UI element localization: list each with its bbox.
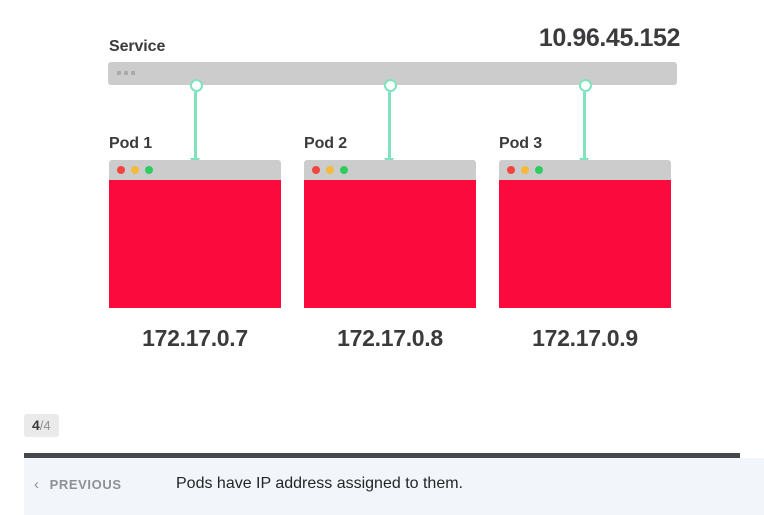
pod-ip-2: 172.17.0.8	[337, 325, 443, 351]
service-bar	[108, 62, 677, 85]
service-label: Service	[109, 38, 166, 55]
footer-divider	[24, 453, 740, 458]
window-minimize-dot-icon	[521, 166, 529, 174]
previous-button[interactable]: ‹ PREVIOUS	[34, 475, 122, 493]
connector-stem	[583, 92, 586, 160]
window-maximize-dot-icon	[535, 166, 543, 174]
footer-caption: Pods have IP address assigned to them.	[176, 475, 463, 492]
previous-button-label: PREVIOUS	[49, 477, 122, 492]
service-window-dots-icon	[117, 71, 135, 75]
window-minimize-dot-icon	[326, 166, 334, 174]
window-close-dot-icon	[117, 166, 125, 174]
window-minimize-dot-icon	[131, 166, 139, 174]
pod-titlebar-1	[109, 160, 281, 180]
pod-label-2: Pod 2	[304, 135, 348, 152]
connector-service-to-pod-2	[382, 79, 398, 167]
window-maximize-dot-icon	[340, 166, 348, 174]
window-close-dot-icon	[507, 166, 515, 174]
window-close-dot-icon	[312, 166, 320, 174]
connector-service-to-pod-1	[188, 79, 204, 167]
connector-ring-icon	[190, 79, 203, 92]
pod-window-3	[499, 160, 671, 308]
window-maximize-dot-icon	[145, 166, 153, 174]
pod-label-1: Pod 1	[109, 135, 153, 152]
pod-window-2	[304, 160, 476, 308]
pod-window-1	[109, 160, 281, 308]
pod-body-3	[499, 180, 671, 308]
pod-service-diagram: Service 10.96.45.152 Pod 1 172.17.0.7 Po…	[108, 24, 681, 351]
connector-ring-icon	[579, 79, 592, 92]
page-counter-current: 4	[32, 417, 40, 433]
pod-body-2	[304, 180, 476, 308]
pod-body-1	[109, 180, 281, 308]
pod-ip-3: 172.17.0.9	[532, 325, 638, 351]
service-ip-address: 10.96.45.152	[538, 24, 681, 52]
pod-label-3: Pod 3	[499, 135, 543, 152]
chevron-left-icon: ‹	[34, 475, 40, 493]
page-counter-total: /4	[39, 418, 51, 433]
pod-titlebar-3	[499, 160, 671, 180]
pod-titlebar-2	[304, 160, 476, 180]
connector-stem	[194, 92, 197, 160]
connector-ring-icon	[384, 79, 397, 92]
connector-stem	[388, 92, 391, 160]
page-counter: 4/4	[24, 414, 59, 437]
connector-service-to-pod-3	[577, 79, 593, 167]
pod-ip-1: 172.17.0.7	[142, 325, 248, 351]
footer-bar: ‹ PREVIOUS Pods have IP address assigned…	[24, 458, 764, 515]
